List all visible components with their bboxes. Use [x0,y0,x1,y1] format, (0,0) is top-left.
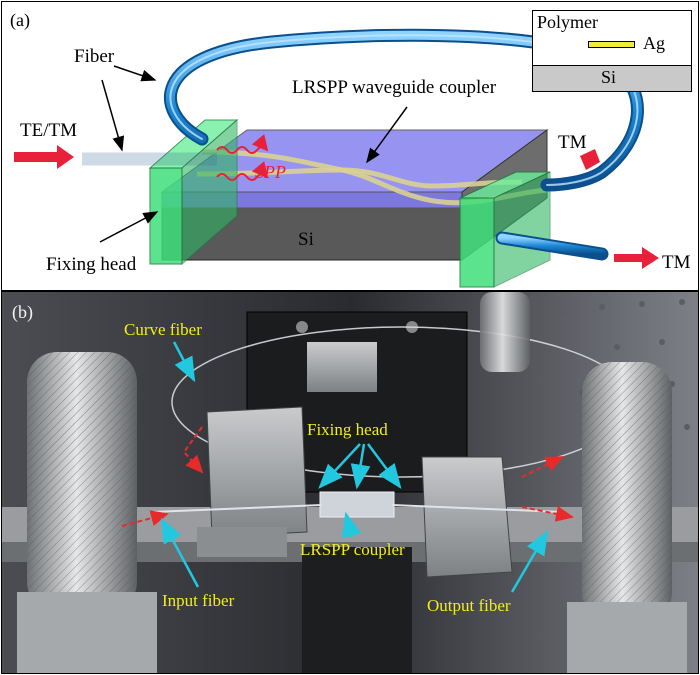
fixing-head-label: Fixing head [46,254,137,275]
inset-ag-label: Ag [643,33,665,53]
fixing-head-right [459,197,495,288]
right-fixing-block [421,456,513,578]
setup-photo [2,292,698,673]
tm-scatter-mark [580,149,600,170]
fiber-label: Fiber [74,46,115,67]
panel-b-photo: (b) Curve fiber Fixing head LRSPP couple… [1,291,699,674]
inset-si-layer: Si [533,65,691,91]
fiber-pointer-2 [101,79,125,152]
output-fiber-pointer [510,529,549,593]
input-polarization-label: TE/TM [20,120,77,141]
left-micrometer [17,352,157,673]
output-fiber-label: Output fiber [427,596,511,615]
input-fiber-label: Input fiber [162,591,235,610]
panel-a-letter: (a) [10,10,30,30]
curve-fiber-label: Curve fiber [124,320,202,339]
input-fiber-line [151,504,323,513]
coupler-label: LRSPP waveguide coupler [292,77,497,98]
inset-si-label: Si [601,67,617,87]
lrspp-coupler-label: LRSPP coupler [300,540,405,559]
panel-b-letter: (b) [12,302,33,322]
right-micrometer [567,362,687,673]
spp-label: SPP [255,162,286,182]
fixing-head-pointer-right [366,443,402,490]
panel-a-schematic: (a) Fiber TE/TM LRSPP waveguide coupler … [1,1,699,291]
fixing-head-left [149,167,183,265]
tm-scatter-label: TM [558,132,587,153]
curve-fiber-pointer [172,341,196,383]
inset-ag-strip [588,41,635,48]
tm-output-label: TM [662,252,691,273]
input-fiber-pointer [160,517,200,588]
fixing-head-pointer-left [318,443,361,489]
spp-wave-upper [216,134,269,154]
left-fixing-block [197,406,308,557]
fiber-pointer-1 [113,65,157,82]
fixing-head-label-b: Fixing head [307,420,388,439]
lrspp-coupler-chip [319,491,395,518]
output-light-dashed [521,506,574,522]
coupler-pointer-b [342,511,362,539]
inset-polymer-label: Polymer [537,12,598,32]
cross-section-inset: Polymer Ag Si [532,10,692,92]
fixing-head-pointer-mid [350,443,371,490]
fixing-head-pointer [99,211,159,243]
coupler-pointer [366,106,408,164]
si-substrate-label: Si [298,229,314,250]
output-fiber-line [391,504,563,513]
fixing-head-right-side [493,171,551,288]
input-light-arrow [14,145,74,169]
spp-wave-lower [216,161,269,181]
output-light-arrow [614,247,659,269]
curve-light-dashed [182,426,204,474]
